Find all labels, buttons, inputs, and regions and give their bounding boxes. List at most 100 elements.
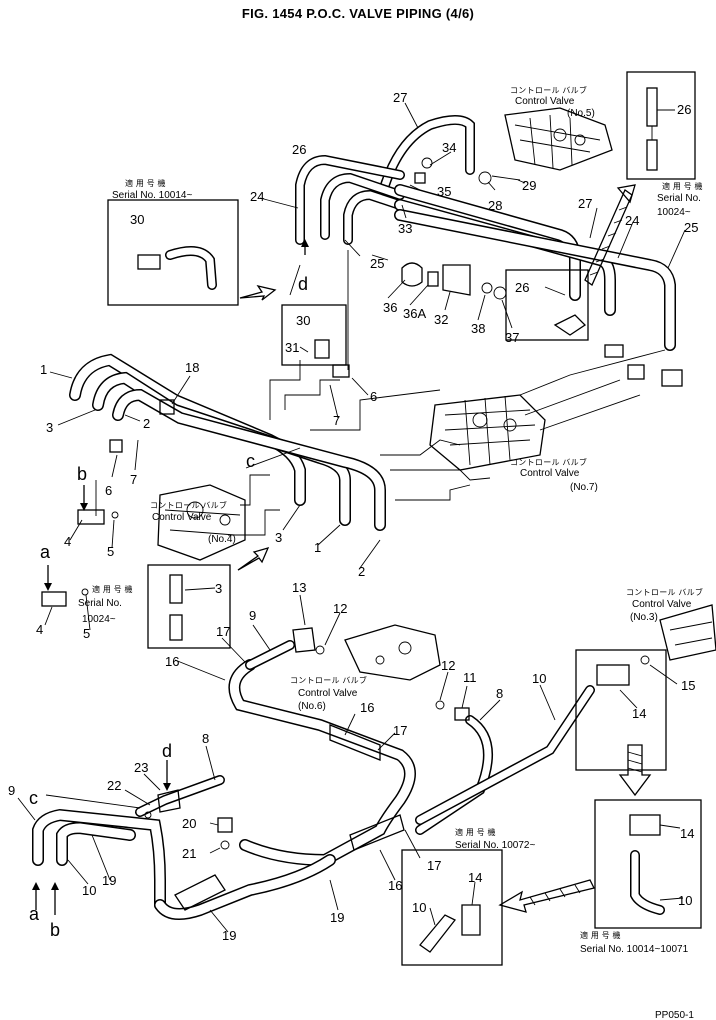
- serial-10024-right-jp: 適 用 号 機: [662, 181, 703, 191]
- valve-no6-name: Control Valve: [298, 688, 358, 699]
- callout-24: 24: [625, 213, 639, 228]
- valve-no5-jp: コントロール バルブ: [510, 85, 587, 95]
- callout-8: 8: [202, 731, 209, 746]
- pipe-27-right: [394, 184, 676, 351]
- callout-28: 28: [488, 198, 502, 213]
- arrow-to-serial-box: [239, 284, 277, 301]
- callout-6: 6: [370, 389, 377, 404]
- hose-9: [245, 640, 295, 670]
- pipe-group-9-10-bottom: [32, 808, 336, 920]
- clamp-16-lower: [349, 814, 405, 851]
- serial-10024-left-l2: 10024~: [82, 614, 116, 625]
- detail-box-10014-10071: [594, 799, 702, 929]
- callout-32: 32: [434, 312, 448, 327]
- callout-16: 16: [165, 654, 179, 669]
- callout-26: 26: [677, 102, 691, 117]
- callout-18: 18: [185, 360, 199, 375]
- detail-box-30-center: [281, 304, 347, 366]
- callout-4: 4: [64, 534, 71, 549]
- valve-no7-number: (No.7): [570, 482, 598, 493]
- detail-box-3-left: [147, 564, 231, 649]
- clamp-19: [174, 874, 226, 911]
- callout-36: 36: [383, 300, 397, 315]
- callout-5: 5: [107, 544, 114, 559]
- callout-20: 20: [182, 816, 196, 831]
- callout-27: 27: [578, 196, 592, 211]
- callout-13: 13: [292, 580, 306, 595]
- callout-37: 37: [505, 330, 519, 345]
- hose-group-24-26-25: [295, 154, 405, 245]
- callout-3: 3: [215, 581, 222, 596]
- callout-12: 12: [333, 601, 347, 616]
- callout-30: 30: [130, 212, 144, 227]
- callout-8: 8: [496, 686, 503, 701]
- valve-no6-number: (No.6): [298, 701, 326, 712]
- callout-17: 17: [427, 858, 441, 873]
- detail-box-26-top: [626, 71, 696, 180]
- callout-31: 31: [285, 340, 299, 355]
- callout-4: 4: [36, 622, 43, 637]
- serial-10024-left-jp: 適 用 号 機: [92, 584, 133, 594]
- control-valve-no6: [344, 624, 441, 681]
- serial-10072-text: Serial No. 10072~: [455, 840, 535, 851]
- callout-7: 7: [333, 413, 340, 428]
- callout-25: 25: [370, 256, 384, 271]
- callout-10: 10: [678, 893, 692, 908]
- callout-17: 17: [216, 624, 230, 639]
- callout-12: 12: [441, 658, 455, 673]
- valve-no3-number: (No.3): [630, 612, 658, 623]
- callout-3: 3: [46, 420, 53, 435]
- valve-no4-jp: コントロール バルブ: [150, 500, 227, 510]
- clamp-16-upper: [329, 724, 381, 761]
- callout-26: 26: [292, 142, 306, 157]
- callout-35: 35: [437, 184, 451, 199]
- ref-c: c: [246, 451, 255, 471]
- valve-no5-number: (No.5): [567, 108, 595, 119]
- callout-5: 5: [83, 626, 90, 641]
- callout-19: 19: [102, 873, 116, 888]
- callout-36a: 36A: [403, 306, 426, 321]
- callout-7: 7: [130, 472, 137, 487]
- ref-a: a: [29, 904, 40, 924]
- figure-title: FIG. 1454 P.O.C. VALVE PIPING (4/6): [241, 6, 475, 21]
- leader-lines: [17, 102, 686, 933]
- hose-8-10: [415, 685, 595, 835]
- callout-19: 19: [222, 928, 236, 943]
- valve-no7-name: Control Valve: [520, 468, 580, 479]
- ref-d: d: [298, 274, 308, 294]
- control-valve-no5: [504, 107, 613, 171]
- callout-19: 19: [330, 910, 344, 925]
- valve-no7-jp: コントロール バルブ: [510, 457, 587, 467]
- callout-25: 25: [684, 220, 698, 235]
- pipe-16-main: [228, 659, 416, 867]
- callout-21: 21: [182, 846, 196, 861]
- callout-9: 9: [249, 608, 256, 623]
- callout-15: 15: [681, 678, 695, 693]
- serial-10024-left-l1: Serial No.: [78, 598, 122, 609]
- valve-no5-name: Control Valve: [515, 96, 575, 107]
- valve-no3-jp: コントロール バルブ: [626, 587, 703, 597]
- callout-10: 10: [412, 900, 426, 915]
- callout-22: 22: [107, 778, 121, 793]
- callout-23: 23: [134, 760, 148, 775]
- ref-b: b: [77, 464, 87, 484]
- ref-d: d: [162, 741, 172, 761]
- callout-30: 30: [296, 313, 310, 328]
- serial-10014-text: Serial No. 10014~: [112, 190, 192, 201]
- valve-no3-name: Control Valve: [632, 599, 692, 610]
- callout-10: 10: [532, 671, 546, 686]
- callout-2: 2: [143, 416, 150, 431]
- callout-16: 16: [388, 878, 402, 893]
- arrow-down-to-box: [618, 744, 652, 797]
- callout-17: 17: [393, 723, 407, 738]
- callout-24: 24: [250, 189, 264, 204]
- ref-a: a: [40, 542, 51, 562]
- callout-14: 14: [680, 826, 694, 841]
- ref-c: c: [29, 788, 38, 808]
- serial-10024-right-l2: 10024~: [657, 207, 691, 218]
- detail-box-14: [575, 649, 667, 771]
- detail-box-26: [505, 269, 589, 341]
- valve-no4-number: (No.4): [208, 534, 236, 545]
- callout-29: 29: [522, 178, 536, 193]
